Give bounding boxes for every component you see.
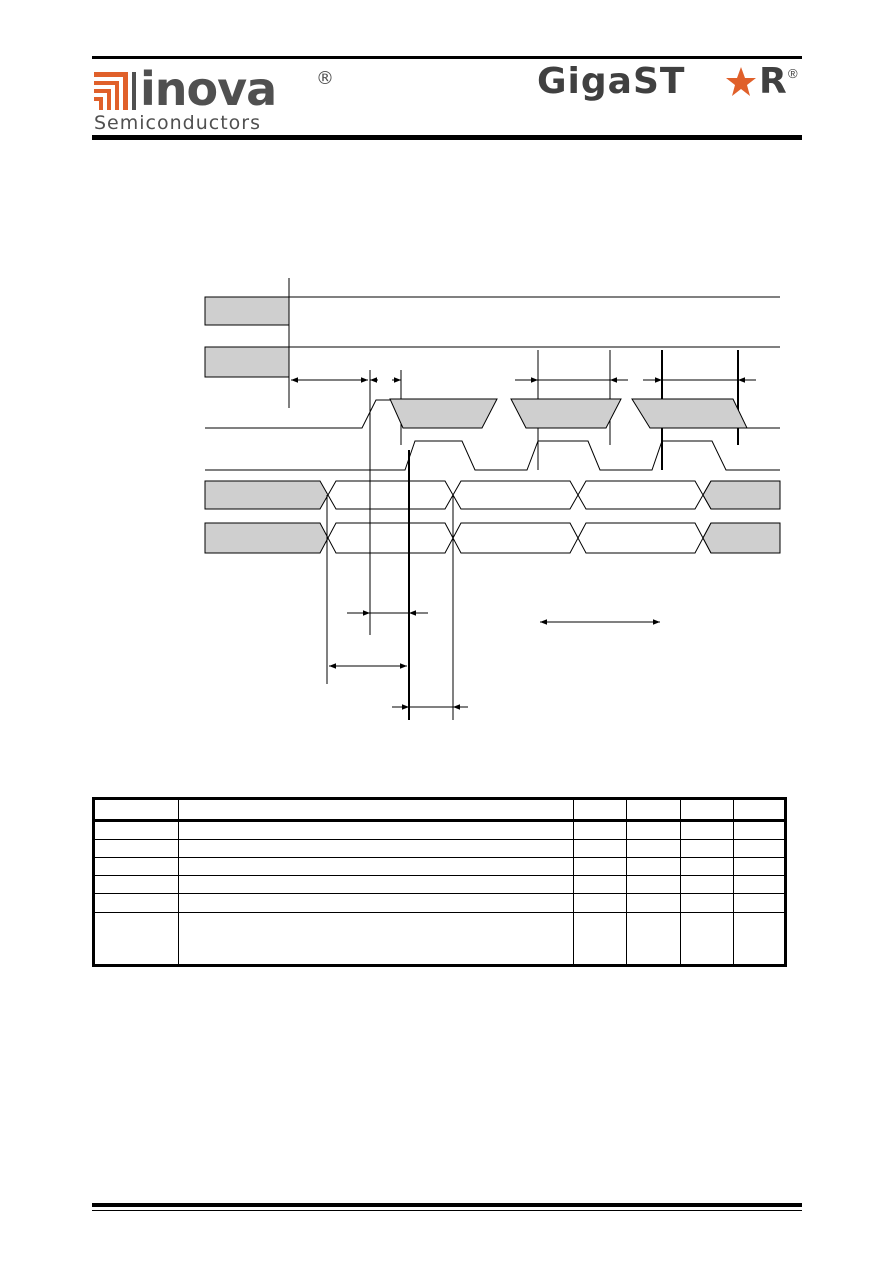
inova-wordmark: inova <box>140 62 277 116</box>
inova-bars-icon <box>94 72 136 110</box>
timing-diagram <box>204 278 781 720</box>
table-row <box>92 893 787 913</box>
parameter-table <box>92 797 787 967</box>
gigastar-wordmark-left: GigaST <box>537 61 686 102</box>
table-row <box>92 875 787 895</box>
footer-rule-thin <box>92 1210 802 1211</box>
bus-1-shaded-left <box>204 480 329 510</box>
inova-subtitle: Semiconductors <box>94 112 261 134</box>
signal-label-box-1 <box>204 296 290 326</box>
bus-2-shaded-left <box>204 522 329 554</box>
bus-1-shaded-right <box>702 480 781 510</box>
bus-2-upper <box>327 522 712 540</box>
inova-logo: inova ® Semiconductors <box>94 66 344 134</box>
gigastar-logo: GigaST R ® <box>535 64 805 104</box>
gigastar-wordmark-right: R <box>759 61 788 102</box>
inova-registered-mark: ® <box>316 68 334 89</box>
bus-1-upper <box>327 480 712 497</box>
shaded-pulse-1 <box>389 398 498 429</box>
table-row <box>92 819 787 840</box>
star-icon <box>726 67 756 96</box>
header-rule-top <box>92 56 802 59</box>
bus-2-shaded-right <box>702 522 781 554</box>
signal-label-box-2 <box>204 346 290 378</box>
gigastar-registered-mark: ® <box>788 66 798 81</box>
shaded-pulse-3 <box>631 398 748 429</box>
table-row <box>92 857 787 877</box>
table-row <box>92 838 787 859</box>
shaded-pulse-2 <box>510 398 622 429</box>
clock-waveform-1 <box>205 399 390 429</box>
table-row <box>92 911 787 967</box>
bus-1-lower <box>327 493 712 510</box>
table-header-row <box>92 798 787 822</box>
bus-2-lower <box>327 536 712 554</box>
clock-waveform-2 <box>205 440 780 471</box>
header-rule-bottom <box>92 135 802 140</box>
footer-rule-thick <box>92 1203 802 1207</box>
